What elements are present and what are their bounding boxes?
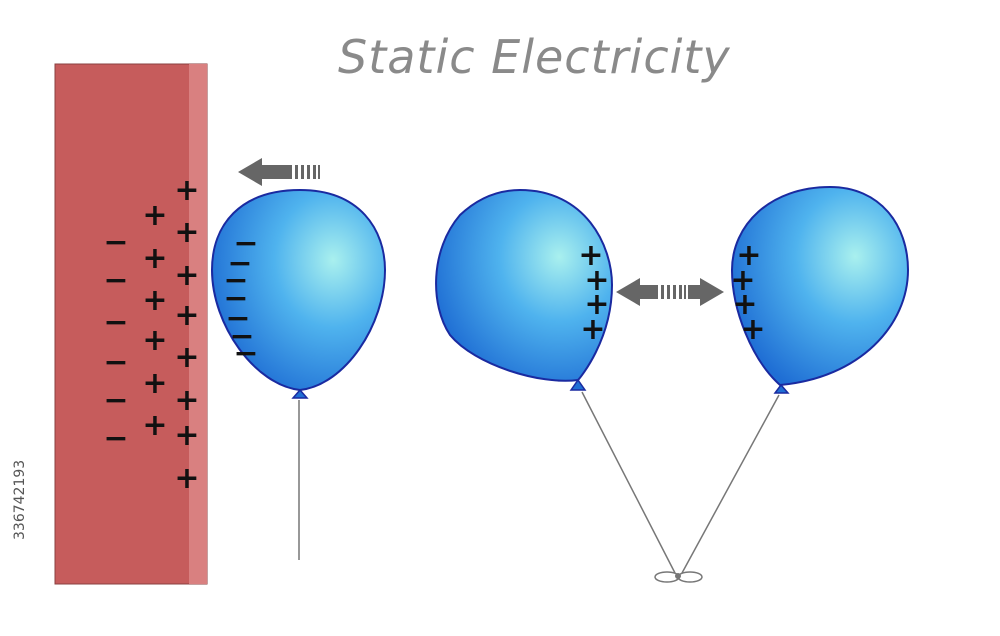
- positive-charge: +: [174, 340, 199, 375]
- negative-charge: −: [103, 345, 128, 380]
- positive-charge: +: [740, 312, 765, 347]
- double-arrow-icon: [616, 278, 724, 306]
- negative-charge: −: [103, 305, 128, 340]
- negative-charge: −: [103, 421, 128, 456]
- positive-charge: +: [142, 366, 167, 401]
- balloon-right: [682, 187, 908, 573]
- positive-charge: +: [174, 173, 199, 208]
- positive-charge: +: [174, 418, 199, 453]
- string-knot: [655, 572, 702, 582]
- positive-charge: +: [174, 258, 199, 293]
- positive-charge: +: [174, 298, 199, 333]
- negative-charge: −: [103, 225, 128, 260]
- positive-charge: +: [142, 241, 167, 276]
- positive-charge: +: [142, 323, 167, 358]
- positive-charge: +: [174, 383, 199, 418]
- positive-charge: +: [174, 461, 199, 496]
- positive-charge: +: [142, 408, 167, 443]
- negative-charge: −: [233, 336, 258, 371]
- arrow-left-icon: [238, 158, 320, 186]
- positive-charge: +: [142, 198, 167, 233]
- positive-charge: +: [142, 283, 167, 318]
- negative-charge: −: [103, 383, 128, 418]
- positive-charge: +: [174, 215, 199, 250]
- positive-charge: +: [580, 312, 605, 347]
- balloon-middle: [436, 190, 675, 573]
- negative-charge: −: [103, 263, 128, 298]
